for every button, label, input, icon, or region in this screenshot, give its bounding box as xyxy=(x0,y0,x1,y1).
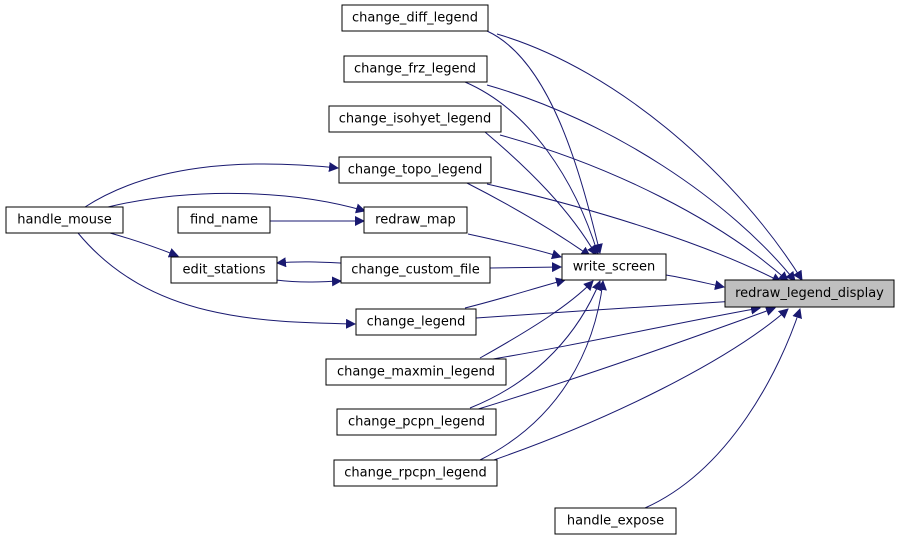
node-find_name[interactable]: find_name xyxy=(177,206,271,234)
edge-change_maxmin_legend-write_screen xyxy=(479,280,594,359)
node-change_legend[interactable]: change_legend xyxy=(355,308,477,336)
edge-edit_stations-change_custom_file xyxy=(275,276,342,287)
edge-change_topo_legend-write_screen xyxy=(464,181,591,257)
edge-change_legend-write_screen xyxy=(464,277,566,309)
nodes-layer: change_diff_legend change_frz_legend cha… xyxy=(5,4,895,535)
node-label: change_pcpn_legend xyxy=(348,415,485,430)
edge-change_frz_legend-redraw_legend_display xyxy=(486,84,796,282)
edge-change_frz_legend-write_screen xyxy=(464,81,601,255)
node-label: change_maxmin_legend xyxy=(337,365,495,380)
node-label: redraw_map xyxy=(375,213,456,228)
node-handle_mouse[interactable]: handle_mouse xyxy=(5,206,124,234)
edge-change_diff_legend-redraw_legend_display xyxy=(496,33,803,281)
edge-handle_mouse-change_topo_legend xyxy=(84,162,339,208)
node-label: change_frz_legend xyxy=(354,62,476,77)
node-change_diff_legend[interactable]: change_diff_legend xyxy=(341,4,489,32)
edge-change_custom_file-write_screen xyxy=(489,262,562,273)
edge-change_rpcpn_legend-redraw_legend_display xyxy=(487,308,789,463)
node-change_custom_file[interactable]: change_custom_file xyxy=(340,256,491,284)
edges-layer xyxy=(77,30,803,509)
edge-change_diff_legend-write_screen xyxy=(486,30,603,254)
edge-handle_mouse-edit_stations xyxy=(109,232,179,258)
edge-change_custom_file-edit_stations xyxy=(276,257,342,268)
edge-change_pcpn_legend-write_screen xyxy=(469,280,602,409)
node-label: find_name xyxy=(190,213,258,228)
node-label: change_rpcpn_legend xyxy=(344,466,486,481)
node-label: handle_mouse xyxy=(17,213,111,228)
edge-change_isohyet_legend-write_screen xyxy=(484,131,597,256)
edge-handle_mouse-redraw_map xyxy=(107,192,366,214)
node-change_maxmin_legend[interactable]: change_maxmin_legend xyxy=(325,358,507,386)
node-change_isohyet_legend[interactable]: change_isohyet_legend xyxy=(328,105,502,133)
node-label: change_diff_legend xyxy=(352,11,478,26)
node-change_rpcpn_legend[interactable]: change_rpcpn_legend xyxy=(333,459,498,487)
edge-redraw_map-write_screen xyxy=(467,233,562,260)
node-label: change_custom_file xyxy=(351,263,480,278)
node-redraw_legend_display[interactable]: redraw_legend_display xyxy=(724,279,895,308)
node-write_screen[interactable]: write_screen xyxy=(561,253,667,281)
node-label: write_screen xyxy=(573,260,655,275)
edge-change_isohyet_legend-redraw_legend_display xyxy=(499,134,789,282)
node-label: change_legend xyxy=(367,315,466,330)
node-label: change_isohyet_legend xyxy=(339,112,492,127)
edge-handle_mouse-change_legend xyxy=(77,232,356,329)
node-label: redraw_legend_display xyxy=(735,286,884,301)
node-redraw_map[interactable]: redraw_map xyxy=(363,206,468,234)
node-change_topo_legend[interactable]: change_topo_legend xyxy=(338,156,492,184)
edge-change_maxmin_legend-redraw_legend_display xyxy=(474,304,761,363)
node-change_pcpn_legend[interactable]: change_pcpn_legend xyxy=(336,408,497,436)
node-handle_expose[interactable]: handle_expose xyxy=(554,507,677,535)
edge-change_rpcpn_legend-write_screen xyxy=(479,280,607,461)
node-edit_stations[interactable]: edit_stations xyxy=(170,256,278,284)
edge-change_topo_legend-redraw_legend_display xyxy=(486,183,782,283)
edge-change_pcpn_legend-redraw_legend_display xyxy=(474,306,776,411)
node-label: handle_expose xyxy=(567,514,664,529)
node-change_frz_legend[interactable]: change_frz_legend xyxy=(343,55,488,83)
node-label: change_topo_legend xyxy=(348,163,482,178)
node-label: edit_stations xyxy=(183,263,266,278)
edge-change_legend-redraw_legend_display xyxy=(475,296,737,319)
edge-handle_expose-redraw_legend_display xyxy=(644,308,802,509)
edge-write_screen-redraw_legend_display xyxy=(665,274,725,291)
